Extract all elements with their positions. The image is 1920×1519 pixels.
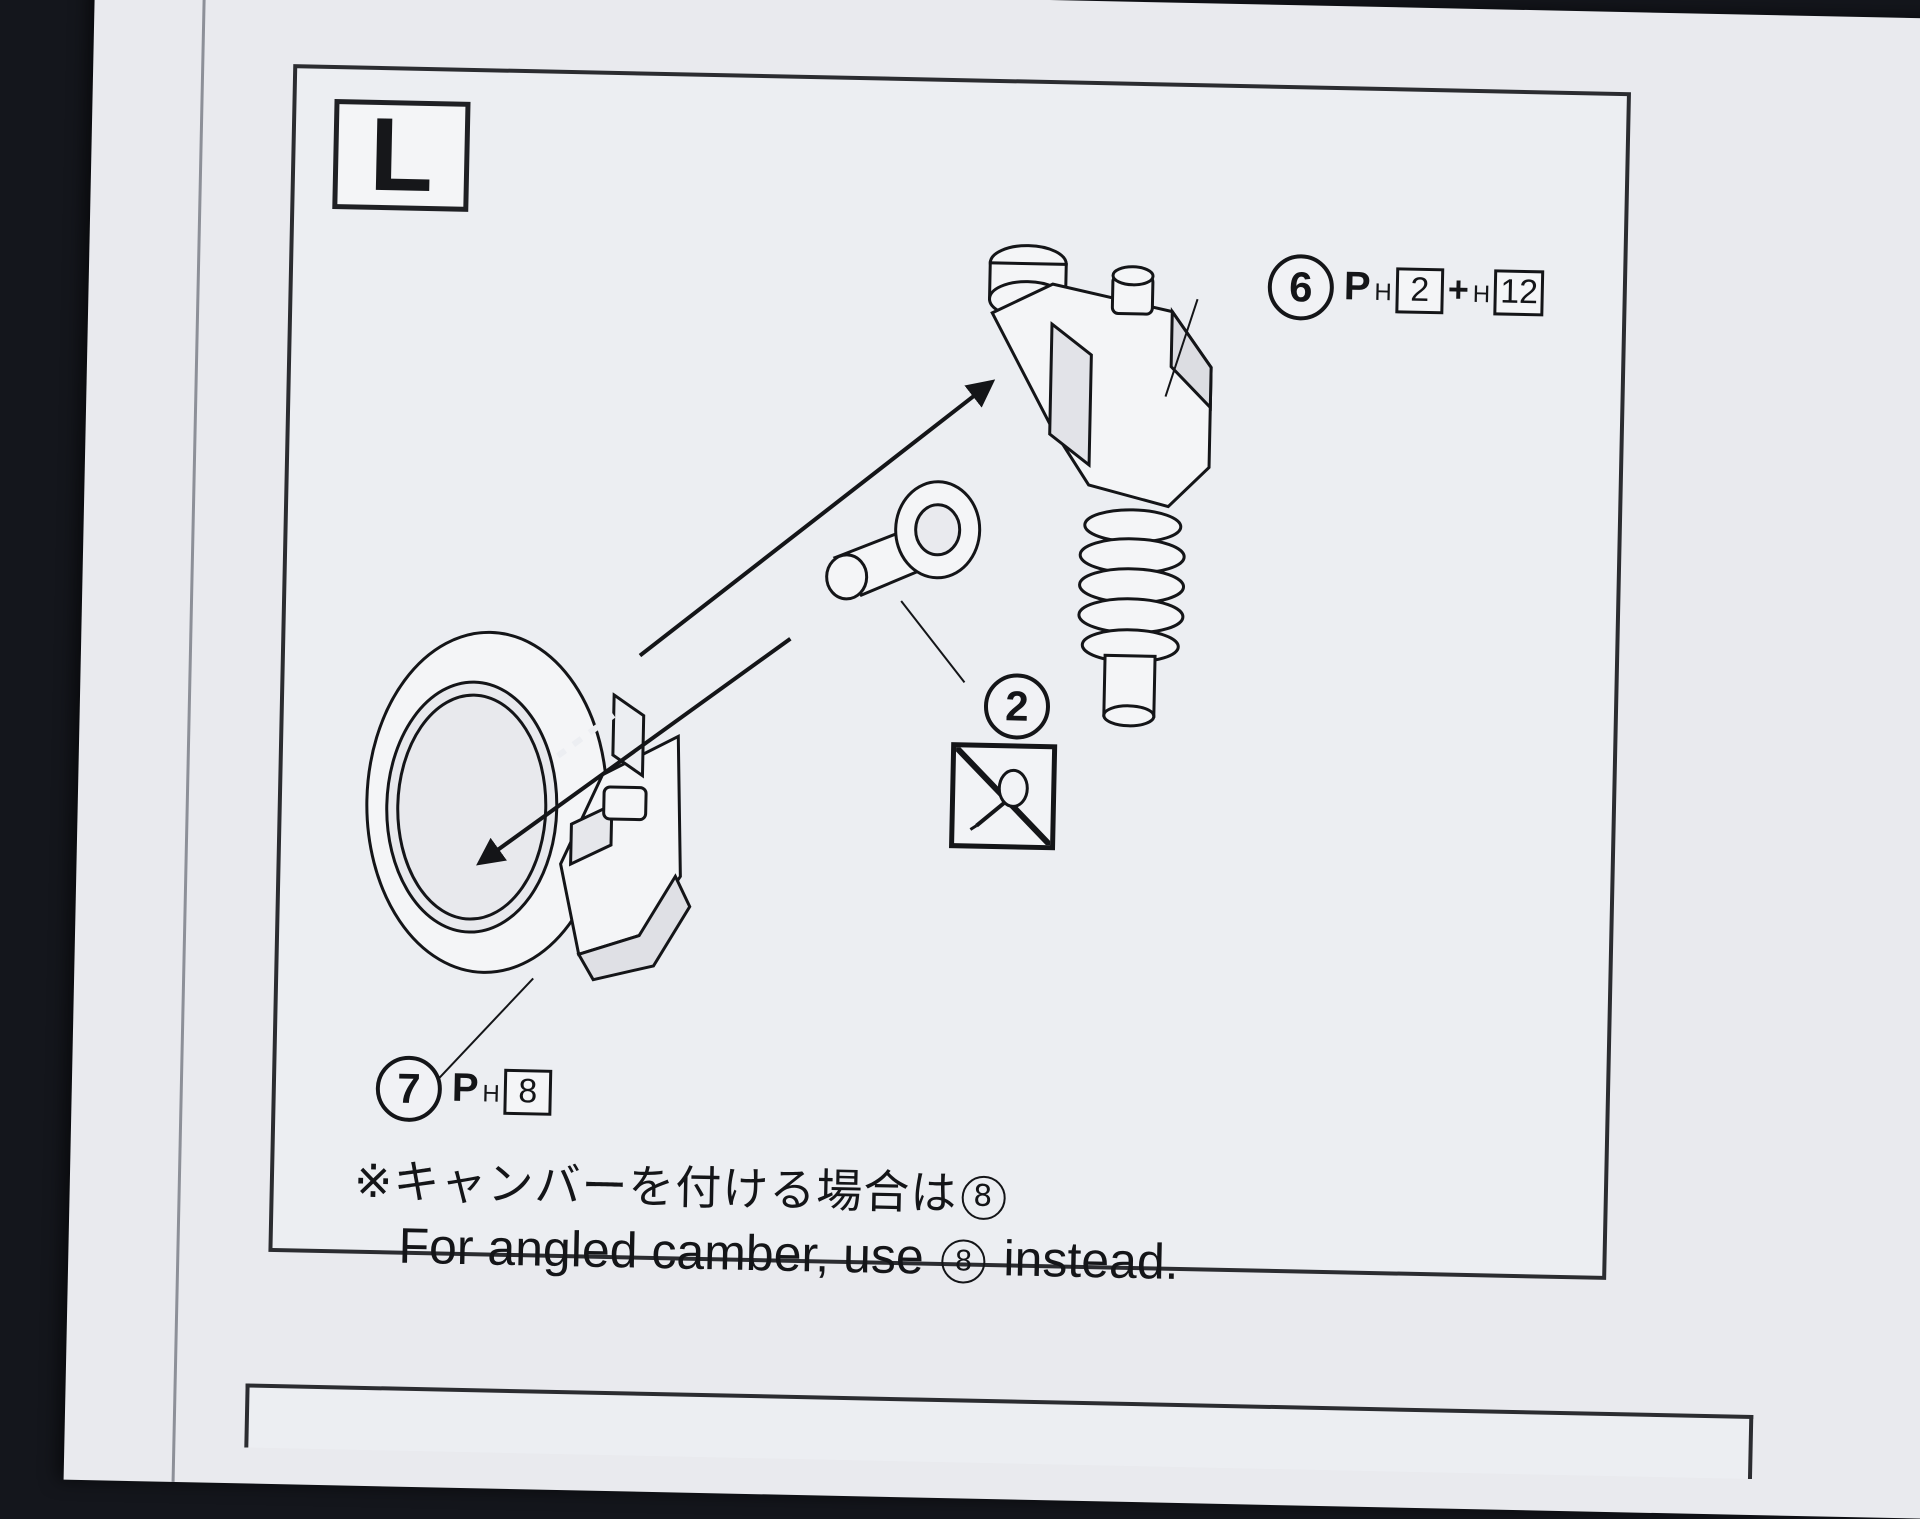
pin-part xyxy=(825,480,982,601)
paint-series: H xyxy=(482,1080,501,1108)
no-glue-icon xyxy=(949,742,1058,851)
part-ref: 8 xyxy=(960,1174,1006,1220)
note-japanese-text: ※キャンバーを付ける場合は xyxy=(353,1153,958,1221)
note-english-before: For angled camber, use xyxy=(397,1217,925,1285)
hub-carrier-part xyxy=(987,244,1213,728)
color-code: 2 xyxy=(1395,267,1445,315)
part-6-callout: 6 P H 2 + H 12 xyxy=(1267,253,1545,326)
plus-sign: + xyxy=(1447,268,1470,311)
assembly-diagram xyxy=(365,244,1213,1083)
instruction-page: L xyxy=(63,0,1920,1519)
brake-disc-part xyxy=(365,630,692,982)
paint-icon: P xyxy=(451,1065,480,1111)
paint-code: P H 2 + H 12 xyxy=(1343,264,1545,317)
paint-series: H xyxy=(1374,279,1393,307)
step-panel: L xyxy=(268,64,1631,1290)
next-panel-edge xyxy=(244,1383,1754,1480)
part-number: 6 xyxy=(1267,253,1335,322)
page-margin-line xyxy=(171,0,206,1482)
part-2-callout: 2 xyxy=(983,672,1051,741)
part-number: 7 xyxy=(375,1055,443,1123)
part-number: 2 xyxy=(983,672,1051,741)
part-ref: 8 xyxy=(941,1238,987,1284)
paint-code: P H 8 xyxy=(451,1065,553,1116)
arrow-icon xyxy=(638,379,996,658)
paint-series: H xyxy=(1472,281,1491,309)
note-english-after: instead. xyxy=(1002,1230,1180,1291)
color-code: 8 xyxy=(503,1068,553,1116)
color-code: 12 xyxy=(1493,269,1545,317)
part-7-callout: 7 P H 8 xyxy=(375,1055,553,1125)
paint-icon: P xyxy=(1343,264,1371,310)
